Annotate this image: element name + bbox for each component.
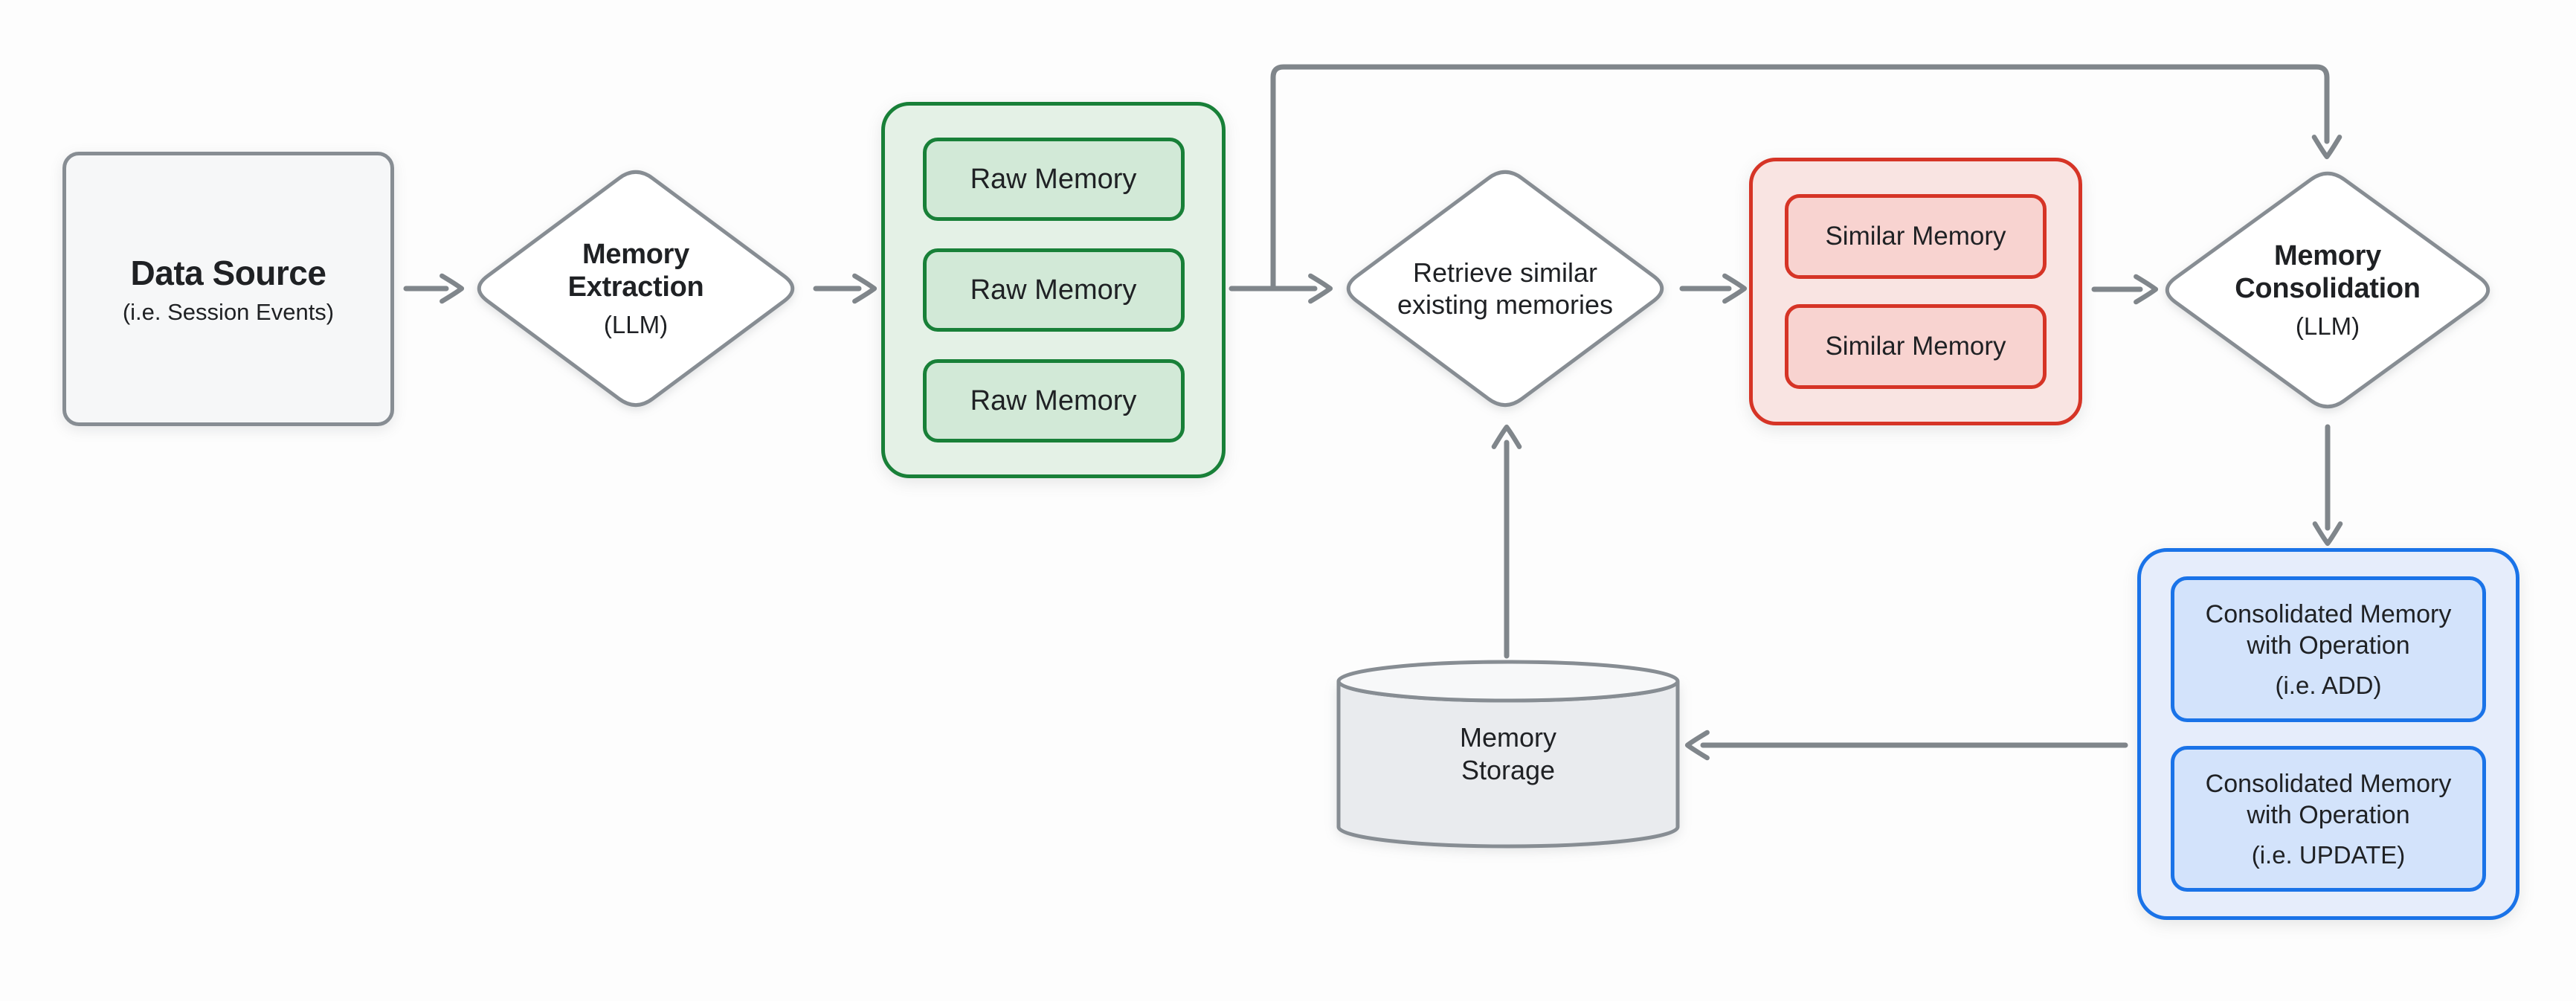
data-source-subtitle: (i.e. Session Events) [122, 298, 335, 325]
retrieve-diamond-shape [1346, 170, 1664, 408]
memory-storage-node: Memory Storage [1419, 721, 1597, 787]
raw-memory-item: Raw Memory [922, 248, 1185, 332]
memory-extraction-title: Memory Extraction [567, 238, 704, 303]
consolidated-memory-item: Consolidated Memory with Operation (i.e.… [2171, 576, 2486, 722]
consolidated-memory-subtitle: (i.e. ADD) [2275, 672, 2382, 700]
data-source-node: Data Source (i.e. Session Events) [62, 152, 394, 426]
similar-memories-container: Similar Memory Similar Memory [1749, 158, 2082, 425]
raw-memories-container: Raw Memory Raw Memory Raw Memory [881, 102, 1226, 478]
edge-rawmemories-to-consolidation-feedback [1270, 64, 2342, 292]
consolidation-diamond-shape [2165, 171, 2490, 409]
memory-storage-title: Memory Storage [1459, 722, 1556, 785]
memory-storage-cylinder-top [1336, 660, 1680, 703]
similar-memory-item: Similar Memory [1785, 194, 2047, 279]
consolidated-memories-container: Consolidated Memory with Operation (i.e.… [2137, 548, 2519, 920]
consolidated-memory-title: Consolidated Memory with Operation [2205, 769, 2452, 829]
retrieve-node: Retrieve similar existing memories [1394, 257, 1617, 321]
raw-memory-item: Raw Memory [922, 138, 1185, 221]
memory-extraction-diamond-shape [477, 170, 795, 408]
raw-memory-item: Raw Memory [922, 359, 1185, 442]
memory-consolidation-title: Memory Consolidation [2235, 239, 2421, 304]
retrieve-title: Retrieve similar existing memories [1397, 257, 1614, 320]
consolidated-memory-subtitle: (i.e. UPDATE) [2251, 841, 2406, 869]
consolidated-memory-title: Consolidated Memory with Operation [2205, 599, 2452, 660]
memory-consolidation-subtitle: (LLM) [2295, 312, 2360, 341]
memory-extraction-subtitle: (LLM) [603, 311, 669, 339]
consolidated-memory-item: Consolidated Memory with Operation (i.e.… [2171, 746, 2486, 892]
memory-extraction-node: Memory Extraction (LLM) [532, 238, 740, 339]
memory-consolidation-node: Memory Consolidation (LLM) [2212, 239, 2443, 341]
similar-memory-item: Similar Memory [1785, 304, 2047, 389]
data-source-title: Data Source [130, 253, 326, 292]
